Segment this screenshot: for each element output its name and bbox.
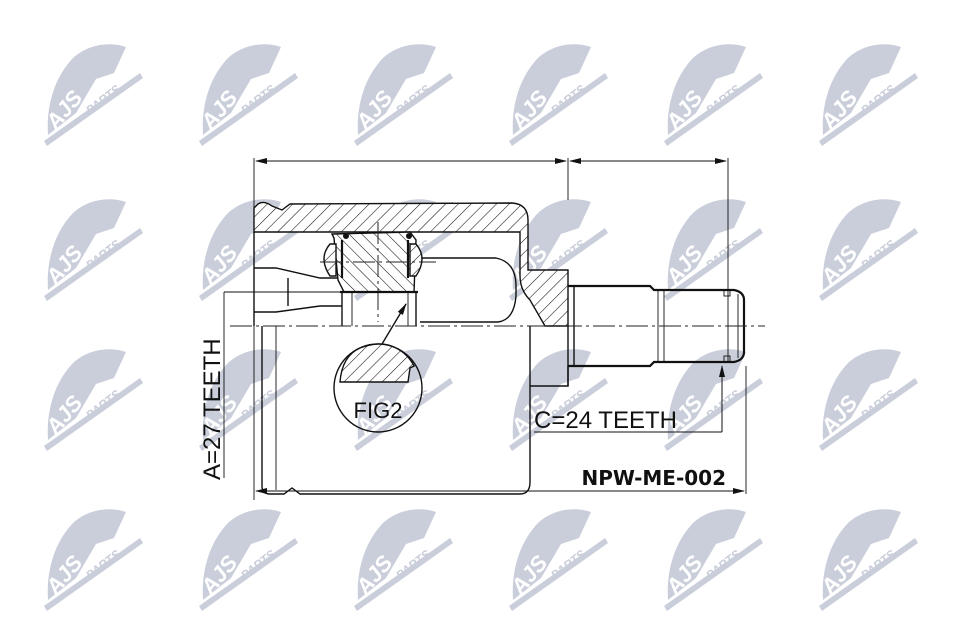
dimension-c: C=24 TEETH [534,365,725,434]
dimension-a: A=27 TEETH [199,291,340,480]
bottom-dimension [255,366,747,494]
part-number: NPW-ME-002 [582,466,726,490]
fig2-label: FIG2 [354,398,403,423]
fig2-detail: FIG2 [333,303,423,433]
dimension-c-label: C=24 TEETH [534,407,677,434]
dimension-a-label: A=27 TEETH [199,338,226,480]
joint-housing-section [253,201,569,327]
top-dimension-lines [253,158,729,500]
